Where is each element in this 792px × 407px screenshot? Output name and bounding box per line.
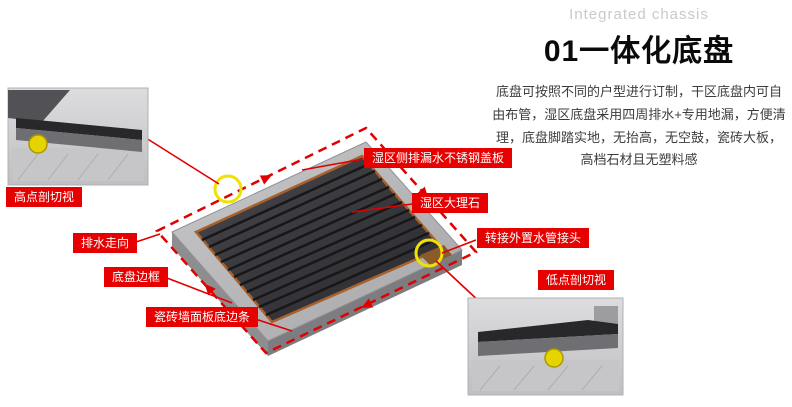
callout-marble: 湿区大理石: [412, 193, 489, 213]
callout-high-section: 高点剖切视: [6, 187, 83, 207]
header-block: Integrated chassis 01一体化底盘 底盘可按照不同的户型进行订…: [488, 6, 790, 172]
chassis-3d-view: [171, 141, 463, 356]
callout-chassis-frame: 底盘边框: [104, 267, 169, 287]
page-title: 01一体化底盘: [543, 35, 735, 68]
callout-pipe-adapter: 转接外置水管接头: [477, 228, 590, 248]
low-point-section-view: [467, 297, 624, 396]
flow-arrow-icon: [259, 175, 272, 185]
drain-seal-highlight: [544, 348, 564, 368]
callout-tile-trim: 瓷砖墙面板底边条: [146, 307, 259, 327]
description-text: 底盘可按照不同的户型进行订制，干区底盘内可自由布管，湿区底盘采用四周排水+专用地…: [492, 84, 786, 168]
subtitle-text: Integrated chassis: [569, 6, 709, 23]
drain-seal-highlight: [28, 134, 48, 154]
callout-steel-cover: 湿区侧排漏水不锈钢盖板: [364, 148, 513, 168]
flow-arrow-icon: [204, 283, 216, 296]
flow-arrow-icon: [361, 298, 374, 308]
pipe-adapter-part: [420, 245, 452, 265]
tile-grooves: [201, 162, 436, 317]
highlight-circle-high-point: [213, 174, 243, 204]
callout-low-section: 低点剖切视: [538, 270, 615, 290]
callout-drain-direction: 排水走向: [73, 233, 138, 253]
high-point-section-view: [7, 87, 149, 186]
